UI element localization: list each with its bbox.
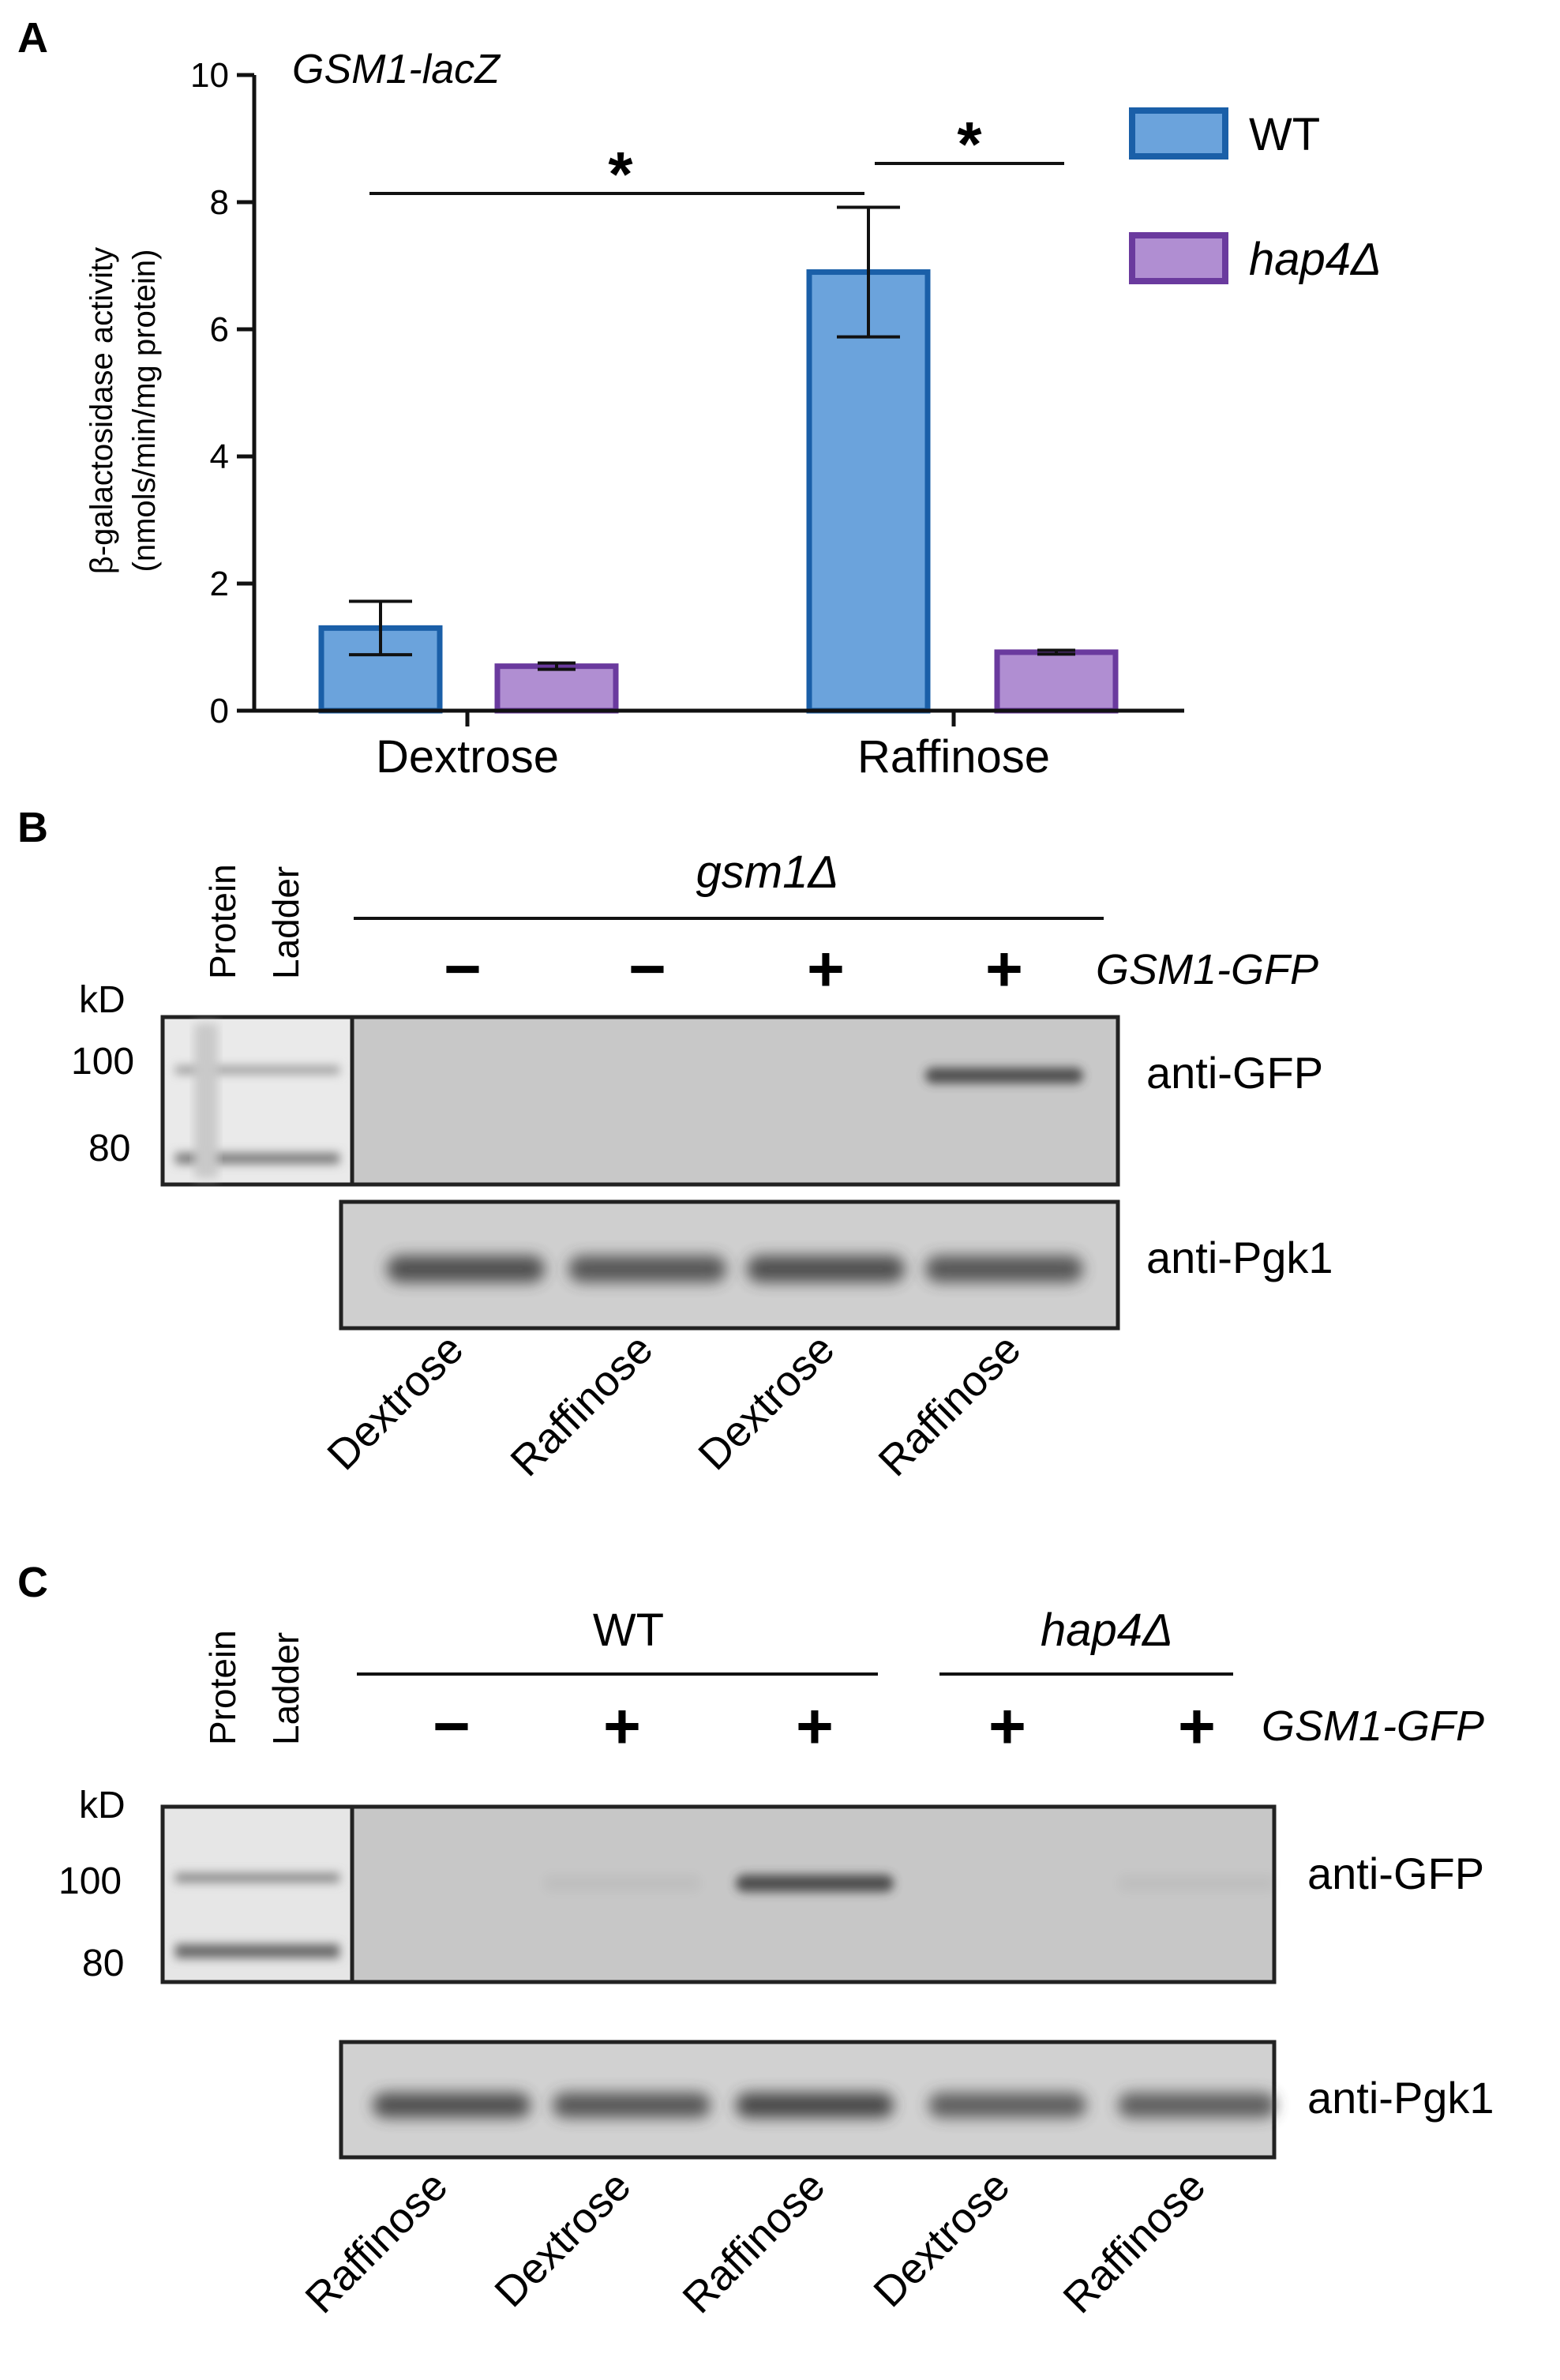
marker-80-c: 80 [82,1943,124,1984]
ladder-header-ladder-c: Ladder [265,1632,306,1745]
strain-label-gsm1: gsm1Δ [696,847,839,898]
bar-chart: β-galactosidase activity (nmols/min/mg p… [84,47,1382,783]
chart-title: GSM1-lacZ [292,47,501,92]
ladder-band-100-b [175,1066,339,1074]
pgk1-c-band-3 [736,2093,894,2118]
blot-label-b-anti-pgk1: anti-Pgk1 [1146,1233,1333,1282]
y-tick-label-0: 0 [210,692,229,730]
category-label-dextrose: Dextrose [376,731,559,783]
ladder-header-protein-c: Protein [202,1630,243,1745]
ladder-header-ladder: Ladder [265,866,306,979]
sign-lane-3: + [807,933,845,1005]
strain-label-hap4: hap4Δ [1041,1605,1173,1656]
legend-swatch-hap4 [1129,232,1228,284]
panel-c-western-blot: Protein Ladder WT hap4Δ − + + + + GSM1-G… [58,1605,1494,2322]
construct-label-b: GSM1-GFP [1096,946,1318,993]
lane-label-c-3: Raffinose [673,2162,834,2322]
ladder-band-80-c [175,1944,339,1958]
lane-label-c-2: Dextrose [486,2162,639,2316]
panel-letter-a: A [17,14,48,62]
bars [318,205,1119,714]
pgk1-b-band-2 [568,1256,726,1282]
pgk1-b-band-4 [925,1256,1083,1282]
sign-lane-4: + [985,933,1023,1005]
lane-label-b-2: Raffinose [501,1325,662,1485]
y-tick-label-6: 6 [210,310,229,349]
pgk1-b-band-1 [387,1256,545,1282]
blot-b-gfp-bands [925,1068,1083,1083]
blot-label-c-anti-gfp: anti-GFP [1307,1849,1484,1898]
lane-label-c-4: Dextrose [864,2162,1018,2316]
gfp-b-band-4 [925,1068,1083,1083]
sign-c-lane-4: + [988,1691,1026,1762]
kd-label-c: kD [79,1785,126,1826]
category-label-raffinose: Raffinose [857,731,1050,783]
significance-star-2: * [957,109,982,179]
bar-raffinose-hap4 [994,649,1119,714]
y-axis-label-line1: β-galactosidase activity [84,247,119,574]
significance-star-1: * [608,139,633,209]
strain-label-wt: WT [593,1605,664,1656]
sign-c-lane-3: + [796,1691,834,1762]
ladder-smear-b [194,1023,218,1178]
lane-label-b-4: Raffinose [869,1325,1029,1485]
marker-80-b: 80 [88,1128,130,1169]
y-tick-label-2: 2 [210,565,229,603]
y-tick-label-10: 10 [190,56,229,95]
panel-letter-b: B [17,804,48,851]
sign-c-lane-2: + [603,1691,641,1762]
y-axis-ticks: 0 2 4 6 8 10 [190,56,254,730]
legend-swatch-wt [1129,107,1228,160]
sign-c-lane-5: + [1178,1691,1216,1762]
pgk1-b-band-3 [747,1256,905,1282]
panel-b-western-blot: Protein Ladder gsm1Δ − − + + GSM1-GFP kD… [71,847,1333,1485]
blot-c-anti-gfp [350,1804,1277,1984]
bar-dextrose-hap4 [494,663,619,714]
blot-b-pgk1-bands [387,1256,1083,1282]
blot-c-pgk1-bands [373,2093,1276,2118]
y-tick-label-4: 4 [210,437,229,476]
blot-b-anti-gfp [350,1015,1120,1187]
ladder-band-100-c [175,1873,339,1883]
pgk1-c-band-5 [1118,2093,1276,2118]
blot-label-b-anti-gfp: anti-GFP [1146,1048,1323,1098]
construct-label-c: GSM1-GFP [1262,1702,1484,1750]
kd-label-b: kD [79,979,126,1021]
lane-label-c-5: Raffinose [1054,2162,1214,2322]
lane-label-b-3: Dextrose [689,1325,843,1479]
lane-label-c-1: Raffinose [296,2162,456,2322]
marker-100-b: 100 [71,1041,134,1083]
pgk1-c-band-2 [553,2093,711,2118]
legend-label-hap4: hap4Δ [1249,234,1382,285]
pgk1-c-band-1 [373,2093,531,2118]
y-tick-label-8: 8 [210,183,229,222]
lane-label-b-1: Dextrose [318,1325,472,1479]
sign-lane-2: − [628,933,666,1005]
marker-100-c: 100 [58,1860,122,1902]
panel-letter-c: C [17,1559,48,1606]
gfp-c-band-5 [1118,1875,1276,1892]
gfp-c-band-2 [543,1875,701,1892]
blot-c-gfp-bands [543,1875,1276,1892]
sign-c-lane-1: − [433,1691,471,1762]
legend-label-wt: WT [1249,109,1320,160]
blot-label-c-anti-pgk1: anti-Pgk1 [1307,2073,1494,2123]
ladder-header-protein: Protein [202,864,243,979]
gfp-c-band-3 [736,1875,894,1892]
pgk1-c-band-4 [928,2093,1086,2118]
sign-lane-1: − [444,933,482,1005]
y-axis-label-line2: (nmols/min/mg protein) [127,249,162,572]
